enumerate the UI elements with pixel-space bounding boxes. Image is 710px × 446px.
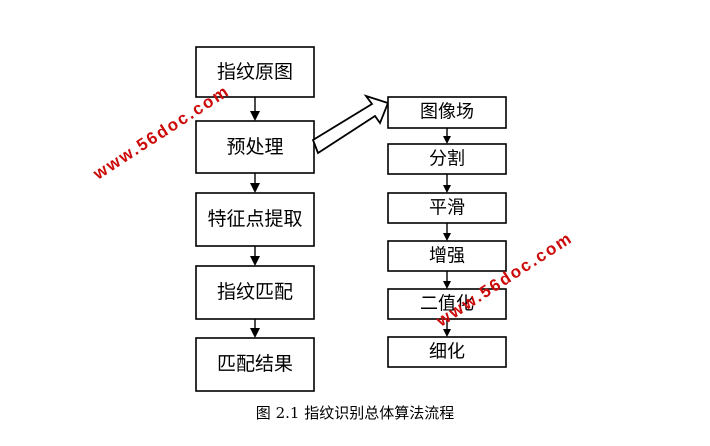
right-box-2-label: 分割 — [429, 149, 465, 170]
right-arrow-3 — [443, 223, 451, 241]
right-box-5-label: 二值化 — [420, 294, 474, 315]
left-box-2-label: 预处理 — [226, 136, 283, 158]
left-box-1-label: 指纹原图 — [217, 61, 293, 83]
left-box-1: 指纹原图 — [195, 46, 315, 98]
right-box-1-label: 图像场 — [420, 102, 474, 123]
left-box-3: 特征点提取 — [195, 192, 315, 247]
left-arrow-1 — [250, 97, 260, 121]
left-arrow-2 — [250, 173, 260, 193]
left-box-5-label: 匹配结果 — [217, 353, 293, 375]
left-box-3-label: 特征点提取 — [207, 208, 302, 230]
expand-arrow — [311, 94, 390, 155]
right-box-1: 图像场 — [387, 96, 507, 129]
right-arrow-5 — [443, 319, 451, 337]
right-arrow-2 — [443, 174, 451, 193]
left-arrow-3 — [250, 246, 260, 266]
left-box-2: 预处理 — [195, 120, 315, 174]
right-box-3: 平滑 — [387, 192, 507, 224]
right-box-3-label: 平滑 — [429, 198, 465, 219]
right-box-2: 分割 — [387, 143, 507, 175]
right-arrow-1 — [443, 128, 451, 144]
right-box-4-label: 增强 — [429, 246, 465, 267]
left-box-4: 指纹匹配 — [195, 265, 315, 320]
right-box-6: 细化 — [387, 336, 507, 368]
left-arrow-4 — [250, 319, 260, 338]
left-box-5: 匹配结果 — [195, 337, 315, 392]
right-box-4: 增强 — [387, 240, 507, 272]
right-box-5: 二值化 — [387, 288, 507, 320]
figure-caption: 图 2.1 指纹识别总体算法流程 — [255, 404, 455, 422]
right-arrow-4 — [443, 271, 451, 289]
left-box-4-label: 指纹匹配 — [217, 281, 293, 303]
right-box-6-label: 细化 — [429, 342, 465, 363]
